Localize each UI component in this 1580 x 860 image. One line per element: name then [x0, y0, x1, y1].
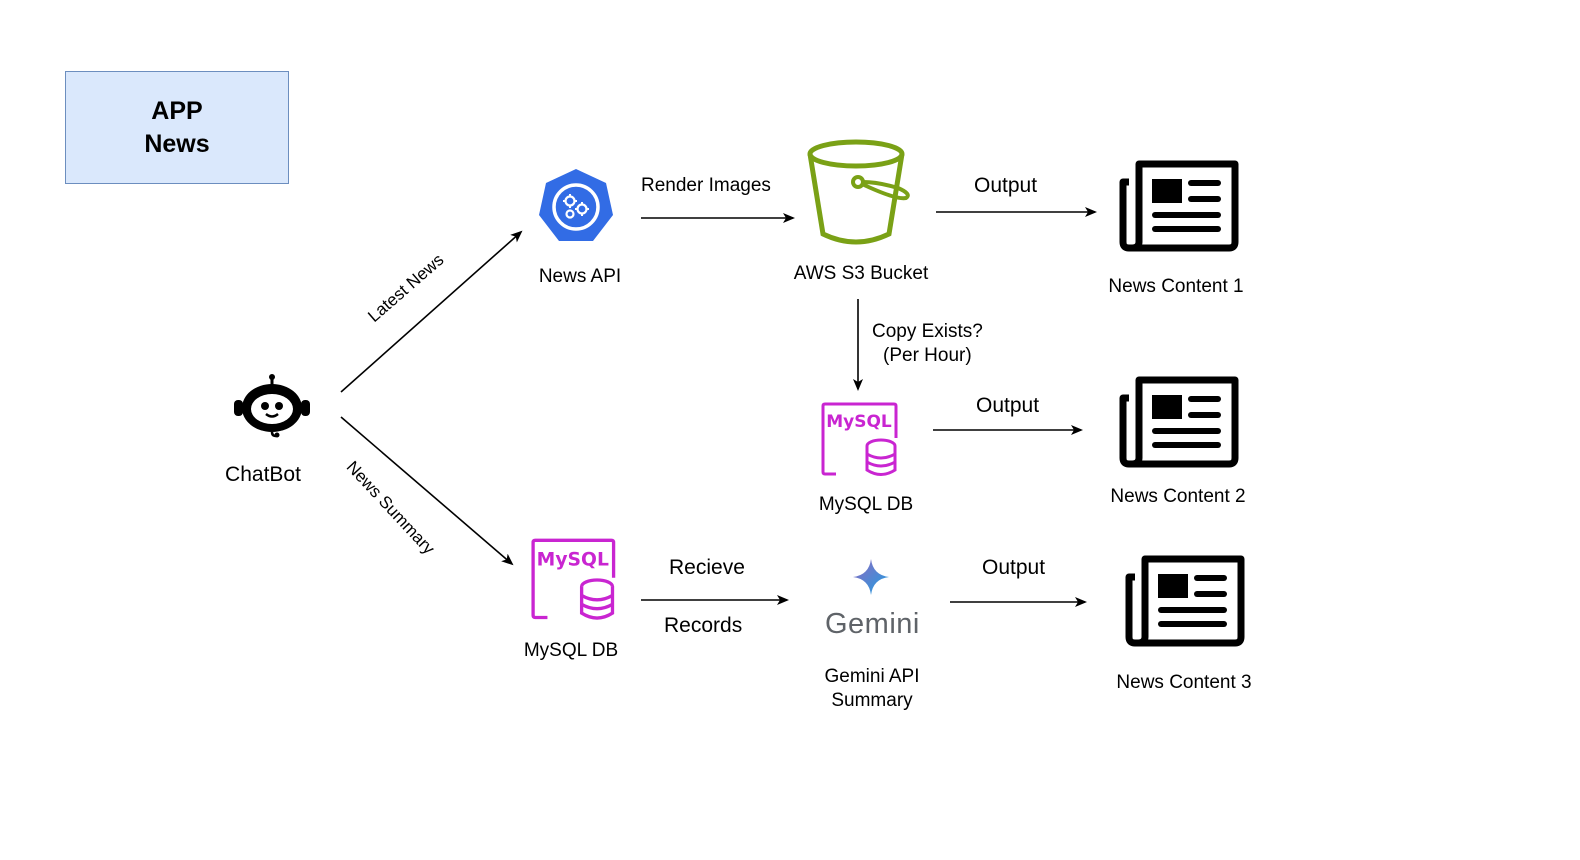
newspaper-icon	[1119, 376, 1239, 468]
label-mysql-db-mid: MySQL DB	[818, 494, 914, 515]
label-gemini-summary: Summary	[831, 690, 913, 711]
robot-icon	[234, 374, 310, 438]
edge-label-copy-exists-2: (Per Hour)	[883, 345, 972, 366]
newspaper-icon	[1125, 555, 1245, 647]
newspaper-icon	[1119, 160, 1239, 252]
label-news-content-3: News Content 3	[1116, 672, 1252, 693]
label-mysql-db-bottom: MySQL DB	[523, 640, 619, 661]
edge-label-render-images: Render Images	[641, 175, 771, 196]
label-news-content-1: News Content 1	[1108, 276, 1244, 297]
edge-label-output-2: Output	[976, 394, 1040, 417]
label-aws-s3-bucket: AWS S3 Bucket	[793, 263, 929, 284]
s3-bucket-icon	[807, 139, 910, 245]
edge-news-summary	[340, 416, 514, 566]
mysql-db-icon: MySQL	[821, 402, 898, 476]
mysql-db-icon: MySQL	[531, 538, 616, 620]
label-news-api: News API	[538, 266, 622, 287]
mysql-logo-text: MySQL	[826, 412, 892, 432]
edge-label-records: Records	[664, 614, 743, 637]
label-chatbot: ChatBot	[225, 463, 301, 486]
edge-label-output-3: Output	[982, 556, 1046, 579]
kubernetes-api-icon	[539, 169, 613, 241]
edge-label-recieve: Recieve	[669, 556, 745, 579]
app-title-box: APP News	[65, 71, 289, 184]
gemini-sparkle-icon	[853, 559, 889, 595]
mysql-logo-text: MySQL	[537, 550, 609, 571]
edge-label-copy-exists-1: Copy Exists?	[872, 321, 983, 342]
edge-latest-news	[340, 230, 523, 393]
edge-label-output-1: Output	[974, 174, 1038, 197]
app-title-line2: News	[144, 129, 210, 158]
app-title-line1: APP	[151, 96, 203, 125]
label-gemini-api: Gemini API	[824, 666, 920, 687]
label-news-content-2: News Content 2	[1110, 486, 1246, 507]
gemini-wordmark: Gemini	[825, 608, 920, 640]
